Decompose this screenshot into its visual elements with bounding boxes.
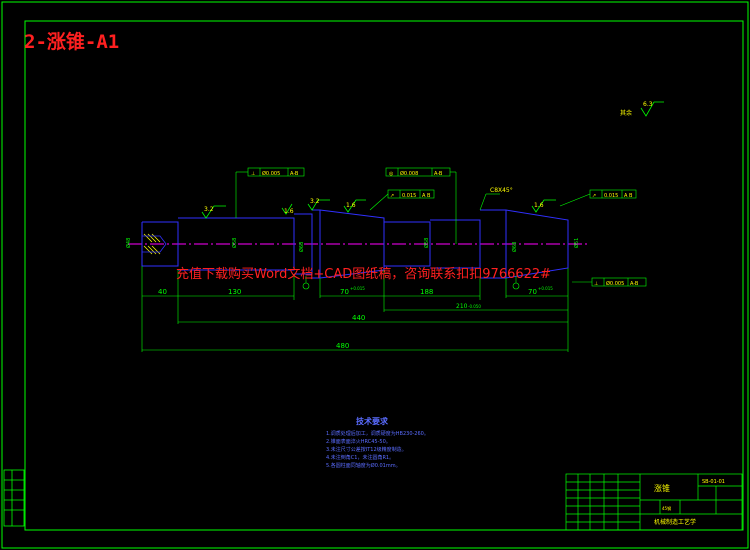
- svg-text:Ø58: Ø58: [423, 238, 430, 248]
- title-block: [565, 473, 743, 531]
- tol-lower-mid: -0.050: [468, 304, 481, 309]
- svg-text:⊥: ⊥: [251, 171, 255, 177]
- svg-text:C8X45°: C8X45°: [490, 187, 513, 194]
- inner-border: [24, 20, 744, 531]
- note-line: 5.各圆柱面同轴度为Ø0.01mm。: [326, 463, 401, 469]
- school: 机械制造工艺学: [654, 518, 696, 526]
- svg-text:Ø0.008: Ø0.008: [400, 170, 418, 177]
- svg-text:1.6: 1.6: [534, 202, 544, 209]
- svg-text:3.2: 3.2: [310, 198, 320, 205]
- svg-text:Ø0.005: Ø0.005: [606, 280, 624, 287]
- notes-heading: 技术要求: [356, 417, 388, 426]
- tolerance-frames: [235, 167, 647, 287]
- svg-text:↗: ↗: [390, 193, 394, 199]
- dim-188: 188: [420, 288, 433, 296]
- dimension-lines: [141, 266, 569, 352]
- note-line: 1.调质处理后加工，调质硬度为HB230-260。: [326, 431, 429, 437]
- drawing-no: SB-01-01: [702, 479, 725, 485]
- dim-480: 480: [336, 342, 349, 350]
- svg-text:3.2: 3.2: [204, 206, 214, 213]
- dimension-values: 40 130 70 188 70 210 440 480 +0.015 +0.0…: [158, 286, 553, 350]
- svg-text:A-B: A-B: [434, 171, 443, 177]
- svg-text:A-B: A-B: [630, 281, 639, 287]
- watermark-text: 充值下载购买Word文档+CAD图纸稿，咨询联系扣扣9766622#: [176, 267, 552, 282]
- svg-text:Ø68: Ø68: [511, 242, 518, 252]
- svg-text:0.015: 0.015: [402, 193, 416, 199]
- svg-text:6.3: 6.3: [643, 101, 653, 108]
- title-block-text: 涨锥 SB-01-01 45钢 机械制造工艺学: [654, 479, 725, 526]
- dim-40: 40: [158, 288, 167, 296]
- svg-text:Ø51: Ø51: [573, 238, 580, 248]
- dim-440: 440: [352, 314, 365, 322]
- svg-text:1.6: 1.6: [346, 202, 356, 209]
- diameter-labels: Ø48 Ø58 Ø68 Ø58 Ø68 Ø51: [125, 238, 580, 252]
- svg-text:1.6: 1.6: [284, 208, 294, 215]
- svg-text:其余: 其余: [620, 109, 632, 117]
- svg-text:A B: A B: [422, 193, 431, 199]
- drawing-title: 2-涨锥-A1: [24, 31, 120, 53]
- note-line: 2.锥面表面淬火HRC45-50。: [326, 439, 391, 445]
- dim-130: 130: [228, 288, 241, 296]
- left-strip: [3, 469, 25, 527]
- svg-text:↗: ↗: [592, 193, 596, 199]
- svg-text:Ø58: Ø58: [231, 238, 238, 248]
- svg-text:A-B: A-B: [290, 171, 299, 177]
- tolerance-text: ⊥ Ø0.005 A-B ◎ Ø0.008 A-B ↗ 0.015 A B ↗ …: [251, 170, 639, 287]
- svg-text:0.015: 0.015: [604, 193, 618, 199]
- svg-text:⊥: ⊥: [594, 281, 598, 287]
- note-line: 4.未注倒角C1，未注圆角R1。: [326, 455, 395, 461]
- svg-text:Ø0.005: Ø0.005: [262, 170, 280, 177]
- tol-upper-right: +0.015: [538, 286, 553, 291]
- svg-text:Ø48: Ø48: [125, 238, 132, 248]
- dim-210: 210: [456, 303, 468, 310]
- svg-text:Ø68: Ø68: [298, 242, 305, 252]
- dim-70-left: 70: [340, 288, 349, 296]
- roughness-marks: [201, 101, 664, 219]
- svg-text:◎: ◎: [389, 171, 394, 177]
- material: 45钢: [662, 505, 671, 511]
- technical-notes: 技术要求 1.调质处理后加工，调质硬度为HB230-260。 2.锥面表面淬火H…: [326, 418, 429, 470]
- datum-markers: [302, 276, 520, 290]
- part-name: 涨锥: [654, 483, 670, 493]
- note-line: 3.未注尺寸公差按IT12级精度制造。: [326, 447, 407, 453]
- svg-text:A B: A B: [624, 193, 633, 199]
- roughness-values: 3.2 1.6 3.2 1.6 1.6 6.3 其余: [204, 101, 653, 215]
- dim-70-right: 70: [528, 288, 537, 296]
- center-hole: [142, 233, 167, 255]
- tol-upper-left: +0.015: [350, 286, 365, 291]
